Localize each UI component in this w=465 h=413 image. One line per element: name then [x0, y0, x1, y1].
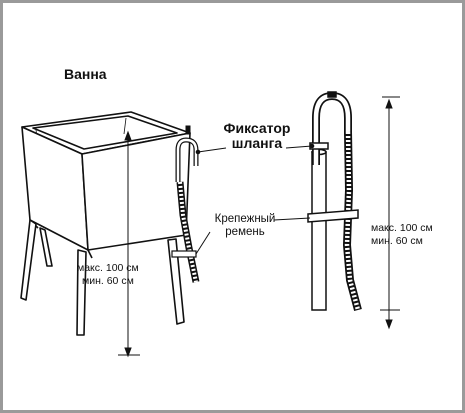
pipe-min-height-label: мин. 60 см	[371, 235, 423, 247]
tub-max-height-label: макс. 100 см	[77, 262, 139, 274]
hose-clamp-label-line2: шланга	[232, 135, 283, 151]
pipe-max-height-label: макс. 100 см	[371, 222, 433, 234]
hose-clamp-label-line1: Фиксатор	[224, 120, 291, 136]
tub-hose	[171, 125, 200, 283]
strap-label-line2: ремень	[225, 226, 264, 238]
callout-leaders	[195, 143, 315, 255]
strap-label-line1: Крепежный	[215, 213, 276, 225]
tub-label: Ванна	[64, 66, 107, 82]
tub-illustration	[20, 111, 191, 336]
tub-height-dimension	[118, 130, 140, 358]
tub-min-height-label: мин. 60 см	[82, 275, 134, 287]
pipe-height-dimension	[380, 96, 400, 330]
standpipe-illustration	[307, 91, 362, 312]
